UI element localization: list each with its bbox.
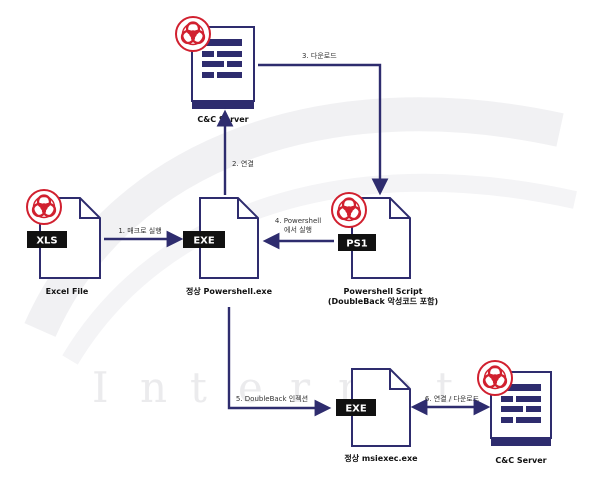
biohazard-icon	[330, 191, 368, 229]
edge-label-6: 6. 연결 / 다운로드	[425, 394, 480, 403]
edge-label-1: 1. 매크로 실행	[118, 226, 161, 235]
biohazard-icon	[174, 15, 212, 53]
watermark-letter: e	[238, 363, 263, 412]
server-top-lines	[202, 39, 242, 78]
powershell-exe-label: 정상 Powershell.exe	[186, 286, 273, 296]
watermark-letter: t	[190, 363, 207, 412]
exe-badge	[183, 231, 225, 248]
arrow-5	[227, 307, 332, 417]
powershell-script-label: Powershell Script	[343, 287, 422, 296]
ps1-badge-text: PS1	[346, 239, 368, 250]
exe-badge-text: EXE	[345, 404, 367, 415]
arrow-3	[258, 63, 389, 196]
cc-server-bottom-label: C&C Server	[495, 456, 546, 465]
powershell-script-node: PS1 Powershell Script (DoubleBack 악성코드 포…	[328, 191, 438, 306]
cc-server-top-label: C&C Server	[197, 115, 248, 124]
server-bottom-lines	[501, 384, 541, 423]
edge-label-4-line2: 에서 실행	[284, 225, 312, 234]
xls-badge	[27, 231, 67, 248]
excel-file-label: Excel File	[46, 287, 89, 296]
cc-server-bottom: C&C Server	[476, 359, 552, 465]
edge-label-5: 5. DoubleBack 인젝션	[236, 394, 308, 403]
powershell-script-sublabel: (DoubleBack 악성코드 포함)	[328, 296, 438, 306]
exe-badge	[336, 399, 376, 416]
msiexec-exe-label: 정상 msiexec.exe	[344, 453, 418, 463]
cc-server-top: C&C Server	[174, 15, 255, 124]
watermark-letter: t	[436, 363, 453, 412]
msiexec-exe-node: EXE 정상 msiexec.exe	[336, 368, 418, 463]
ps1-badge	[338, 234, 376, 251]
biohazard-icon	[25, 188, 63, 226]
watermark-letter: r	[290, 363, 311, 412]
powershell-exe-node: EXE 정상 Powershell.exe	[183, 197, 273, 296]
edge-label-3: 3. 다운로드	[302, 51, 337, 60]
watermark-letter: I	[92, 363, 109, 412]
edge-label-2: 2. 연결	[232, 159, 254, 168]
edge-label-4-line1: 4. Powershell	[275, 217, 321, 225]
watermark-letter: n	[140, 363, 167, 412]
excel-file-node: XLS Excel File	[25, 188, 101, 296]
xls-badge-text: XLS	[36, 236, 57, 247]
biohazard-icon	[476, 359, 514, 397]
exe-badge-text: EXE	[193, 236, 215, 247]
